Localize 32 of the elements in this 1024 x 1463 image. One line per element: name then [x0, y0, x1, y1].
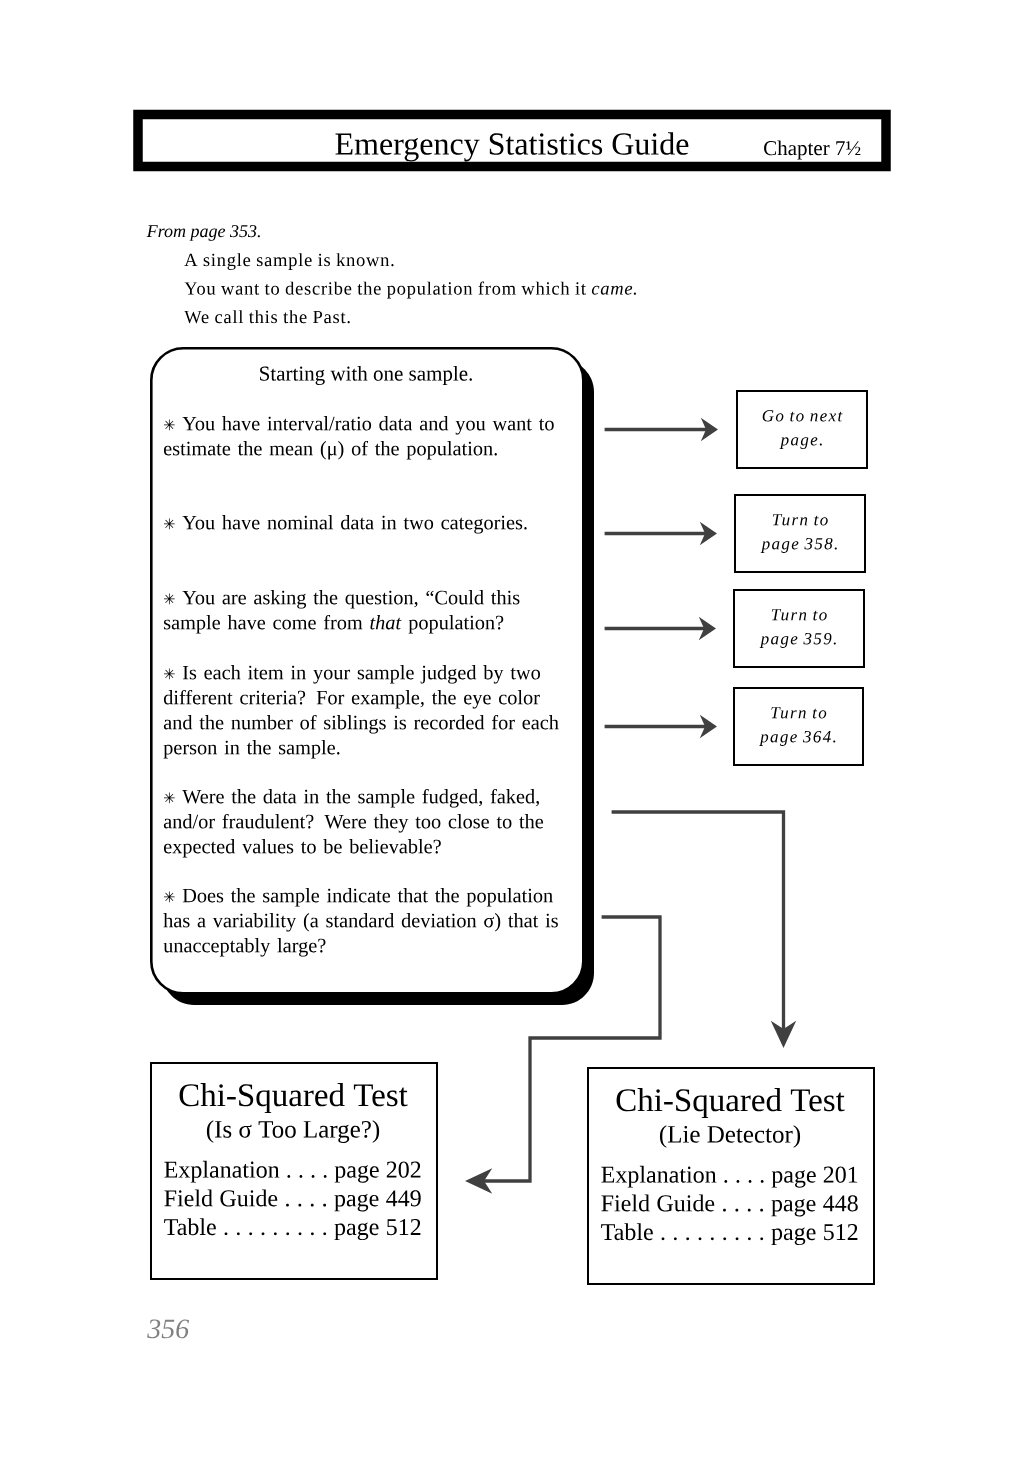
intro-text: You want to describe the population from which it came.: [184, 281, 636, 299]
list-item: ✳ You have interval/ratio data and you want to estimate the mean (μ) of the population.: [164, 416, 554, 460]
index-entry: Table . . . . . . . . . page 512: [601, 1223, 858, 1246]
destination-box: Turn to page 358.: [734, 494, 866, 573]
index-entry: Table . . . . . . . . . page 512: [164, 1218, 421, 1241]
list-item: ✳ Were the data in the sample fudged, faked, and/or fraudulent? Were they too close to the expected values to be believable?: [163, 788, 544, 858]
index-entry: Explanation . . . . page 201: [601, 1165, 858, 1188]
page-reference: From page 353.: [146, 225, 260, 241]
index-entry: Field Guide . . . . page 448: [601, 1194, 858, 1217]
destination-box: Go to next page.: [736, 390, 868, 469]
box-subtitle: (Is σ Too Large?): [206, 1120, 380, 1143]
header-title: Emergency Statistics Guide: [335, 132, 689, 162]
index-entry: Field Guide . . . . page 449: [164, 1189, 421, 1212]
destination-box: Turn to page 364.: [733, 687, 864, 766]
test-box: [587, 1067, 875, 1285]
index-entry: Explanation . . . . page 202: [164, 1160, 421, 1183]
box-title: Chi-Squared Test: [616, 1088, 845, 1119]
destination-box: Turn to page 359.: [733, 589, 865, 668]
intro-text: A single sample is known.: [184, 253, 394, 270]
test-box: [150, 1062, 438, 1280]
panel-heading: Starting with one sample.: [260, 365, 472, 386]
list-item: ✳ Does the sample indicate that the population has a variability (a standard deviation σ) that is unacceptably large?: [163, 888, 558, 957]
intro-text: We call this the Past.: [184, 310, 350, 324]
rounded-panel: [150, 347, 594, 1005]
list-item: ✳ You are asking the question, “Could this sample have come from that population?: [164, 590, 520, 634]
list-item: ✳ You have nominal data in two categories.: [164, 515, 527, 534]
chapter-label: Chapter 7½: [764, 140, 861, 160]
box-title: Chi-Squared Test: [179, 1083, 408, 1114]
box-subtitle: (Lie Detector): [659, 1125, 801, 1148]
header-band: [133, 109, 891, 172]
list-item: ✳ Is each item in your sample judged by two different criteria? For example, the eye color and the number of siblings is recorded for each person in the sample.: [163, 665, 559, 759]
page-number: 356: [147, 1319, 190, 1339]
